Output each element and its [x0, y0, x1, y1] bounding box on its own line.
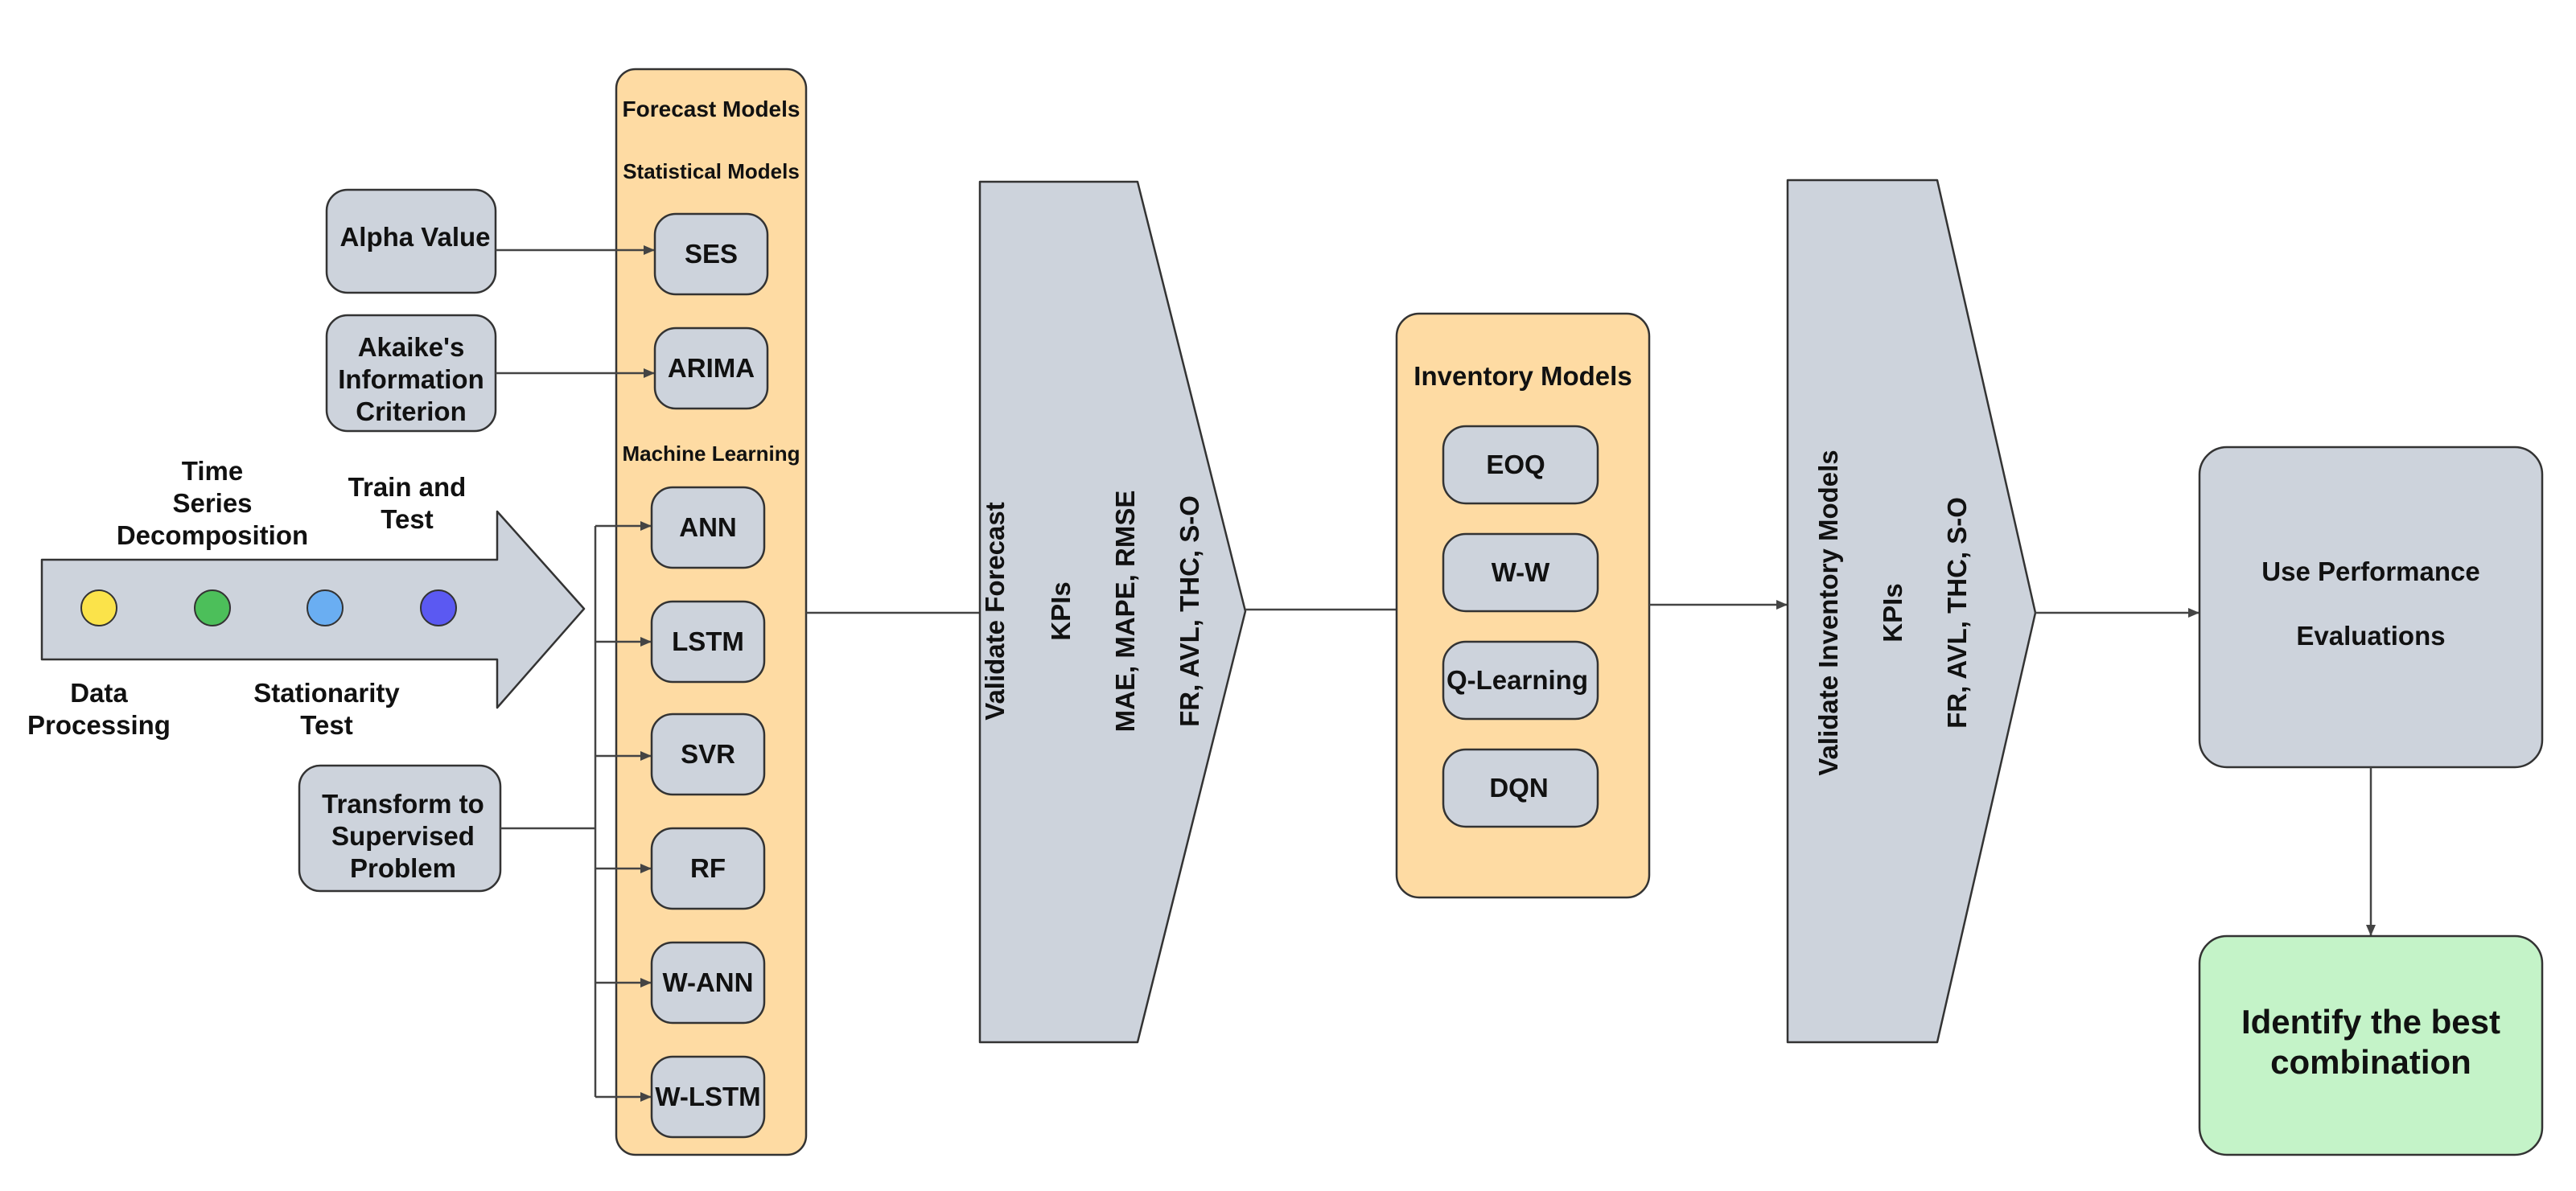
- model-label: W-ANN: [663, 967, 754, 997]
- performance-label-line-1: Use Performance: [2261, 556, 2479, 586]
- machine-learning-title: Machine Learning: [622, 441, 800, 466]
- step-label-line: Test: [381, 504, 433, 534]
- model-box-w-ann: W-ANN: [650, 941, 766, 1025]
- model-box-arima: ARIMA: [653, 326, 769, 410]
- step-label-stationarity: Stationarity Test: [253, 678, 400, 740]
- inventory-label: EOQ: [1486, 450, 1545, 479]
- model-label: RF: [690, 853, 726, 883]
- step-label-line: Train and: [348, 472, 467, 502]
- inventory-box-w-w: W-W: [1442, 532, 1599, 613]
- step-label-decomposition: Time Series Decomposition: [117, 456, 308, 550]
- model-label: ARIMA: [668, 353, 755, 383]
- alpha-value-label: Alpha Value: [339, 222, 490, 252]
- inventory-box-dqn: DQN: [1442, 748, 1599, 828]
- inventory-box-eoq: EOQ: [1442, 425, 1599, 505]
- best-combination-box: Identify the best combination: [2198, 934, 2544, 1156]
- stationarity-dot: [307, 589, 344, 626]
- best-combination-line-2: combination: [2270, 1043, 2471, 1081]
- validate-forecast-metrics: MAE, MAPE, RMSE: [1110, 491, 1140, 733]
- best-combination-line-1: Identify the best: [2241, 1003, 2500, 1041]
- step-label-data-processing: Data Processing: [27, 678, 171, 740]
- model-label: LSTM: [672, 626, 744, 656]
- performance-box: Use Performance Evaluations: [2198, 446, 2544, 769]
- model-label: W-LSTM: [655, 1082, 760, 1111]
- model-label: SVR: [681, 739, 735, 769]
- transform-label-line-3: Problem: [350, 853, 456, 883]
- model-box-rf: RF: [650, 827, 766, 910]
- model-label: ANN: [679, 512, 737, 542]
- aic-label-line-2: Information: [338, 364, 484, 394]
- inventory-label: DQN: [1489, 773, 1548, 803]
- step-label-line: Time: [182, 456, 243, 486]
- validate-forecast-kpi-list: FR, AVL, THC, S-O: [1175, 495, 1204, 727]
- step-label-line: Series: [172, 488, 252, 518]
- step-label-train-test: Train and Test: [348, 472, 467, 534]
- transform-box: Transform to Supervised Problem: [298, 764, 502, 893]
- forecast-models-title: Forecast Models: [623, 97, 800, 121]
- model-box-svr: SVR: [650, 713, 766, 796]
- inventory-label: W-W: [1492, 557, 1550, 587]
- validate-forecast-shape: [978, 180, 1247, 1044]
- model-box-ses: SES: [653, 212, 769, 296]
- validate-inventory-kpis: KPIs: [1878, 583, 1907, 642]
- model-label: SES: [685, 239, 738, 269]
- inventory-label: Q-Learning: [1446, 665, 1588, 695]
- aic-box: Akaike's Information Criterion: [325, 314, 497, 433]
- model-box-ann: ANN: [650, 486, 766, 569]
- data-processing-dot: [80, 589, 117, 626]
- validate-inventory-title: Validate Inventory Models: [1813, 450, 1843, 775]
- validate-inventory-kpi-list: FR, AVL, THC, S-O: [1942, 497, 1972, 729]
- step-label-line: Decomposition: [117, 520, 308, 550]
- performance-label-line-2: Evaluations: [2296, 621, 2445, 651]
- decomposition-dot: [194, 589, 231, 626]
- transform-label-line-1: Transform to: [322, 789, 484, 819]
- step-label-line: Data: [70, 678, 128, 708]
- train-test-dot: [420, 589, 457, 626]
- alpha-value-box: Alpha Value: [325, 188, 497, 294]
- validate-forecast-title: Validate Forecast: [980, 502, 1010, 720]
- model-box-w-lstm: W-LSTM: [650, 1055, 766, 1139]
- transform-to-ml-arrows: [500, 521, 652, 1102]
- model-box-lstm: LSTM: [650, 600, 766, 684]
- aic-label-line-3: Criterion: [356, 396, 467, 426]
- aic-label-line-1: Akaike's: [358, 332, 465, 362]
- transform-label-line-2: Supervised: [331, 821, 475, 851]
- validate-forecast-kpis: KPIs: [1046, 581, 1076, 640]
- step-label-line: Test: [300, 710, 352, 740]
- step-label-line: Processing: [27, 710, 171, 740]
- step-label-line: Stationarity: [253, 678, 400, 708]
- validate-inventory-shape: [1786, 179, 2037, 1044]
- statistical-models-title: Statistical Models: [623, 159, 800, 183]
- inventory-models-title: Inventory Models: [1414, 361, 1632, 391]
- inventory-box-q-learning: Q-Learning: [1442, 640, 1599, 721]
